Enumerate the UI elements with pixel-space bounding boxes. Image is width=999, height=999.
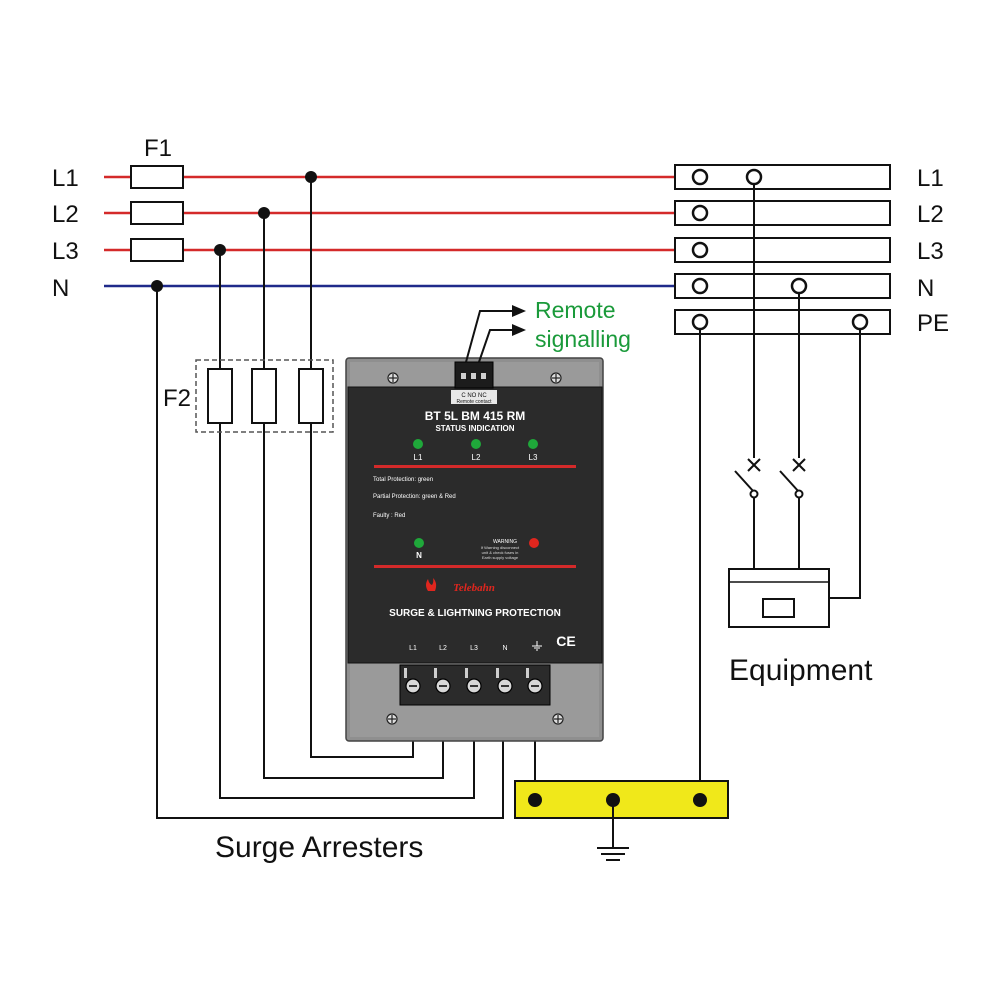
legend-partial: Partial Protection: green & Red (373, 494, 456, 500)
earth-symbol-icon (532, 641, 542, 651)
input-label-l3: L3 (52, 238, 79, 265)
led-l3 (528, 439, 538, 449)
remote-signal-wires (465, 310, 515, 363)
input-label-l2: L2 (52, 201, 79, 228)
screw-icon (386, 713, 398, 725)
status-title: STATUS INDICATION (435, 424, 514, 433)
remote-line2: signalling (535, 326, 631, 352)
led-label-l1: L1 (414, 453, 423, 462)
output-label-n: N (917, 275, 934, 302)
terminal-circle (691, 168, 709, 186)
led-l1 (413, 439, 423, 449)
remote-pin (471, 373, 476, 379)
earth-bar (514, 780, 729, 819)
legend-faulty: Faulty : Red (373, 513, 405, 519)
remote-line1: Remote (535, 297, 616, 323)
screw-icon (552, 713, 564, 725)
surge-device: C NO NC Remote contact BT 5L BM 415 RM S… (345, 357, 604, 742)
terminal-circle (691, 204, 709, 222)
led-l2 (471, 439, 481, 449)
legend-total: Total Protection: green (373, 477, 433, 483)
arrow-icon (512, 305, 526, 317)
divider-bottom (374, 565, 576, 568)
screw-icon (550, 372, 562, 384)
fuse-f2-l1 (298, 368, 324, 424)
output-bar-l3 (674, 237, 891, 263)
flame-icon (426, 578, 437, 591)
supply-lines (104, 175, 696, 288)
terminal-circle (851, 313, 869, 331)
switch-icon (734, 458, 761, 499)
device-front-panel (347, 386, 603, 664)
terminal-label-l1: L1 (409, 645, 417, 652)
terminal-label-n: N (502, 645, 507, 652)
output-label-l3: L3 (917, 238, 944, 265)
surge-arresters-label: Surge Arresters (215, 831, 423, 864)
terminal-label-l3: L3 (470, 645, 478, 652)
input-label-n: N (52, 275, 69, 302)
led-label-n: N (416, 551, 422, 560)
fuse-f1-l3 (130, 238, 184, 262)
output-bar-l2 (674, 200, 891, 226)
junction-l1 (305, 171, 317, 183)
output-label-l1: L1 (917, 165, 944, 192)
output-label-l2: L2 (917, 201, 944, 228)
terminal-circle (691, 277, 709, 295)
junction-l3 (214, 244, 226, 256)
terminal-ridges (404, 668, 529, 678)
switch-icon (779, 458, 806, 499)
earth-bar-terminal (693, 793, 707, 807)
terminal-label-l2: L2 (439, 645, 447, 652)
led-label-l2: L2 (472, 453, 481, 462)
ground-icon (597, 800, 629, 861)
terminal-circle (745, 168, 763, 186)
fuse-f2-l3 (207, 368, 233, 424)
arrow-icon (512, 324, 526, 336)
remote-pin (461, 373, 466, 379)
remote-pin (481, 373, 486, 379)
fuse-f2-l2 (251, 368, 277, 424)
brand-name: Telebahn (453, 582, 495, 594)
remote-contact-caption: Remote contact (456, 399, 492, 405)
output-label-pe: PE (917, 310, 949, 337)
junction-n (151, 280, 163, 292)
product-name: SURGE & LIGHTNING PROTECTION (389, 608, 561, 619)
fuse-f1-l1 (130, 165, 184, 189)
ce-mark: CE (556, 633, 575, 649)
equipment-label: Equipment (729, 654, 873, 687)
warning-line1: If Warning disconnect (481, 545, 520, 550)
junction-l2 (258, 207, 270, 219)
terminal-circle (790, 277, 808, 295)
warning-line3: Earth supply voltage (482, 555, 519, 560)
fuse-f2-group (195, 359, 334, 433)
screw-icon (387, 372, 399, 384)
earth-bar-terminal (528, 793, 542, 807)
led-warning (529, 538, 539, 548)
equipment-box (728, 568, 830, 628)
device-model: BT 5L BM 415 RM (425, 409, 525, 423)
remote-label-plate (451, 390, 497, 404)
warning-line2: unit & check fuses in (482, 550, 519, 555)
led-label-l3: L3 (529, 453, 538, 462)
fuse-f2-label: F2 (163, 385, 191, 412)
remote-contact-labels: C NO NC (461, 393, 487, 399)
strip-terminals (691, 168, 869, 331)
led-n (414, 538, 424, 548)
telebahn-logo: Telebahn (426, 578, 495, 594)
output-bar-l1 (674, 164, 891, 190)
equipment-wires (699, 177, 861, 780)
warning-title: WARNING (493, 539, 517, 545)
divider-top (374, 465, 576, 468)
wire-n-tap (156, 286, 504, 819)
terminal-circle (691, 241, 709, 259)
terminal-circle (691, 313, 709, 331)
fuse-f1-l2 (130, 201, 184, 225)
output-bar-n (674, 273, 891, 299)
wire-l3-tap (219, 250, 475, 799)
fuse-f1-label: F1 (144, 135, 172, 162)
input-label-l1: L1 (52, 165, 79, 192)
